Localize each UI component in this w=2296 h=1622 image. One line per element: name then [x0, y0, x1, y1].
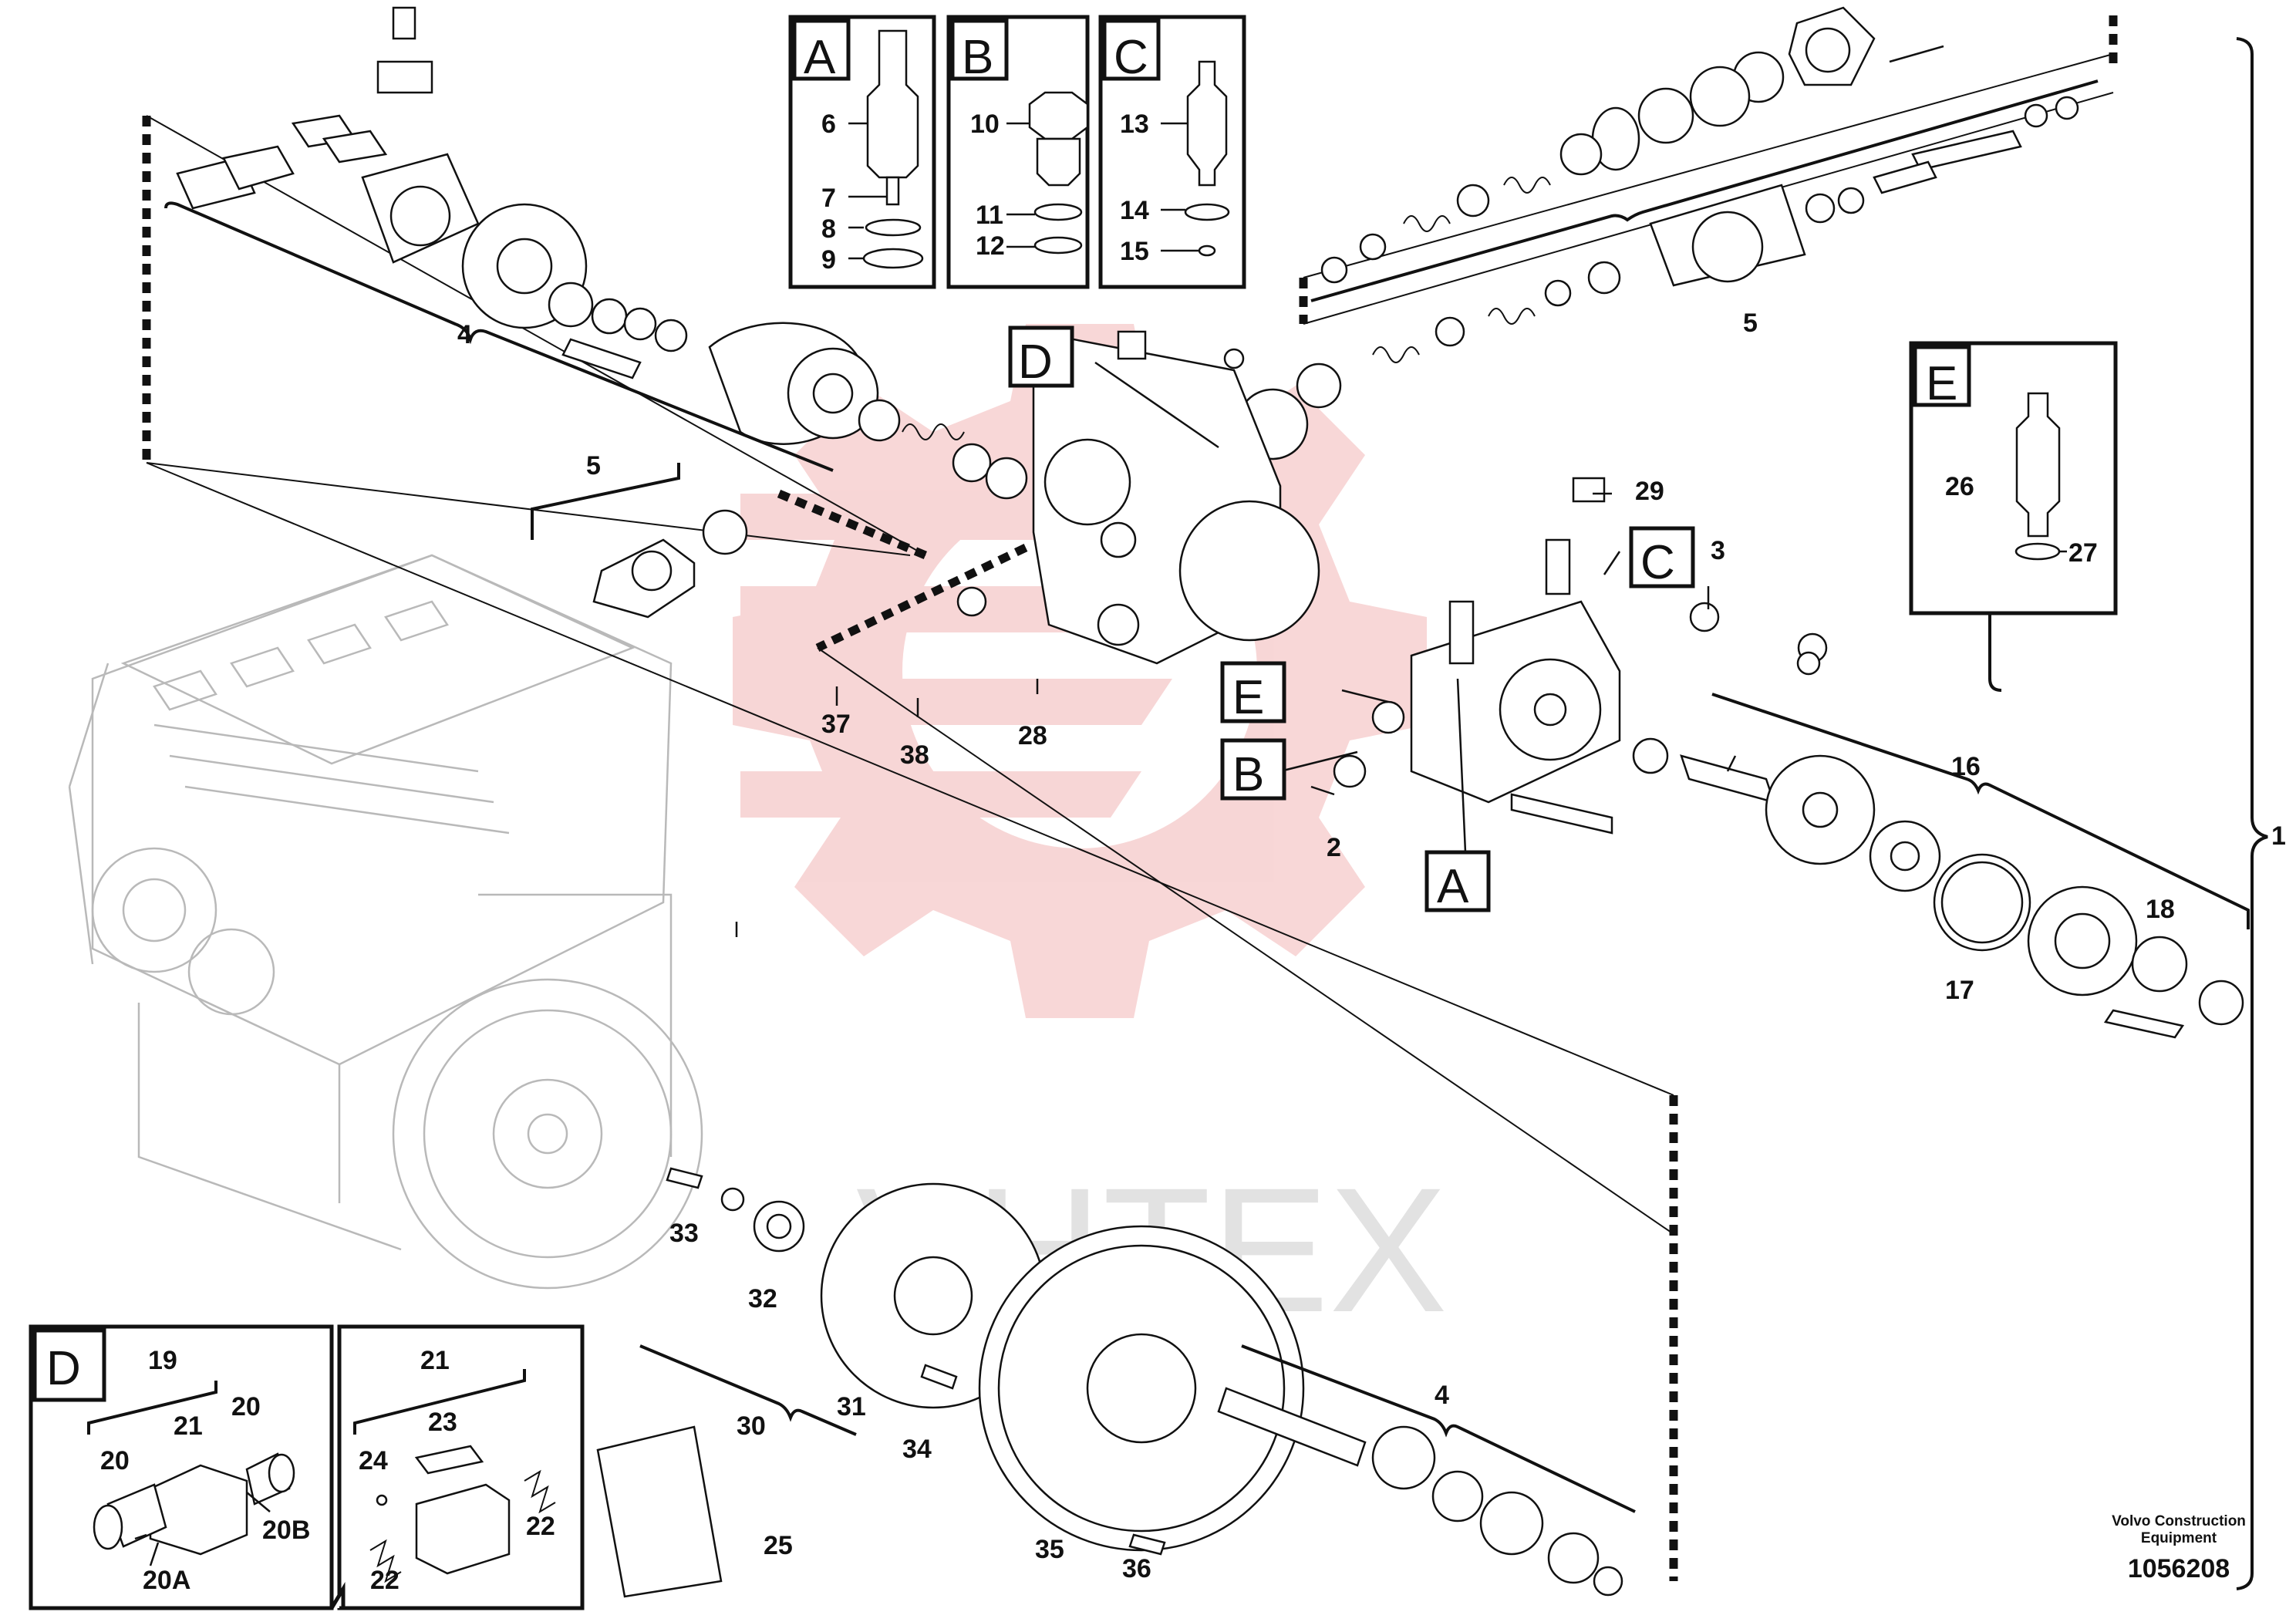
tag-b: B	[1232, 748, 1264, 801]
part-label-21: 21	[420, 1346, 450, 1375]
main-view-tags: D C E B A	[1008, 325, 1695, 913]
part-label-27: 27	[2068, 538, 2098, 568]
part-label-1: 1	[2271, 821, 2286, 851]
part-label-37: 37	[821, 710, 851, 739]
drawing-number: 1056208	[2128, 1554, 2230, 1583]
part-label-36: 36	[1122, 1554, 1151, 1583]
detail-box-a: A 6 7 8 9	[788, 15, 936, 289]
tag-a: A	[1437, 860, 1469, 913]
upper-left-parts	[176, 6, 1028, 500]
part-label-11: 11	[976, 201, 1003, 230]
detail-box-c-letter: C	[1114, 31, 1148, 84]
detail-box-d-letter: D	[46, 1342, 81, 1395]
part-label-35: 35	[1035, 1535, 1064, 1564]
part-label-12: 12	[976, 231, 1005, 261]
part-label-4-upper: 4	[457, 320, 472, 349]
part-label-38: 38	[900, 740, 929, 770]
right-axis-parts	[1680, 651, 2244, 1039]
part-label-5-left: 5	[586, 451, 601, 481]
detail-box-b: B 10 11 12	[946, 15, 1090, 289]
part-label-20a: 20A	[143, 1566, 190, 1595]
part-label-26: 26	[1945, 472, 1974, 501]
part-label-21-box: 21	[174, 1411, 203, 1441]
tag-d: D	[1018, 336, 1053, 389]
part-label-8: 8	[821, 214, 836, 244]
part-label-14: 14	[1120, 196, 1149, 225]
part-label-23: 23	[428, 1408, 457, 1437]
group-frames	[142, 15, 2118, 1581]
leader-lines	[735, 361, 1710, 937]
part-label-15: 15	[1120, 237, 1149, 266]
brand-caption-line-1: Volvo Construction	[2112, 1513, 2246, 1529]
part-label-22-right: 22	[526, 1512, 555, 1541]
detail-box-b-letter: B	[962, 31, 993, 84]
brand-caption-line-2: Equipment	[2141, 1530, 2217, 1546]
drawing-caption: Volvo Construction Equipment 1056208	[2112, 1513, 2246, 1583]
part-label-28: 28	[1018, 721, 1047, 750]
detail-box-e: E 26 27	[1909, 341, 2118, 615]
part-label-13: 13	[1120, 110, 1149, 139]
detail-box-c: C 13 14 15	[1098, 15, 1246, 289]
part-label-20-left: 20	[100, 1446, 130, 1475]
part-label-34: 34	[902, 1435, 932, 1464]
center-pump-housing	[592, 330, 1320, 665]
part-label-9: 9	[821, 245, 836, 275]
part-label-24: 24	[359, 1446, 388, 1475]
part-label-7: 7	[821, 184, 836, 213]
part-label-10: 10	[970, 110, 1000, 139]
tag-c: C	[1640, 536, 1675, 589]
part-label-31: 31	[837, 1392, 866, 1421]
detail-box-a-letter: A	[804, 31, 836, 84]
part-label-5-right: 5	[1743, 309, 1758, 338]
right-control-block	[1333, 477, 1828, 835]
upper-right-parts	[1190, 6, 2079, 468]
part-label-22-left: 22	[370, 1566, 400, 1595]
part-label-30: 30	[737, 1411, 766, 1441]
part-label-25: 25	[764, 1531, 793, 1560]
part-label-6: 6	[821, 110, 836, 139]
detail-box-d: D 19 20 21 20 20B 20A 21 23 24 22 22	[29, 1324, 585, 1610]
part-label-29: 29	[1635, 477, 1664, 506]
detail-box-e-letter: E	[1926, 357, 1957, 410]
part-label-33: 33	[669, 1219, 699, 1248]
part-labels: 1 2 3 4 4 5 5 16 17 18 25 28 29 30 31 32…	[457, 309, 2286, 1583]
tag-e: E	[1232, 671, 1264, 724]
group-braces	[164, 37, 2268, 1590]
part-label-20b: 20B	[262, 1516, 310, 1545]
part-label-18: 18	[2146, 895, 2175, 924]
part-label-17: 17	[1945, 976, 1974, 1005]
part-label-3: 3	[1711, 536, 1725, 565]
part-label-4-lower: 4	[1435, 1381, 1449, 1410]
part-label-16: 16	[1951, 752, 1981, 781]
part-label-20-right: 20	[231, 1392, 261, 1421]
lower-parts	[596, 1167, 1623, 1598]
part-label-32: 32	[748, 1284, 777, 1313]
engine-illustration	[68, 554, 703, 1290]
part-label-19: 19	[148, 1346, 177, 1375]
part-label-2: 2	[1327, 833, 1341, 862]
